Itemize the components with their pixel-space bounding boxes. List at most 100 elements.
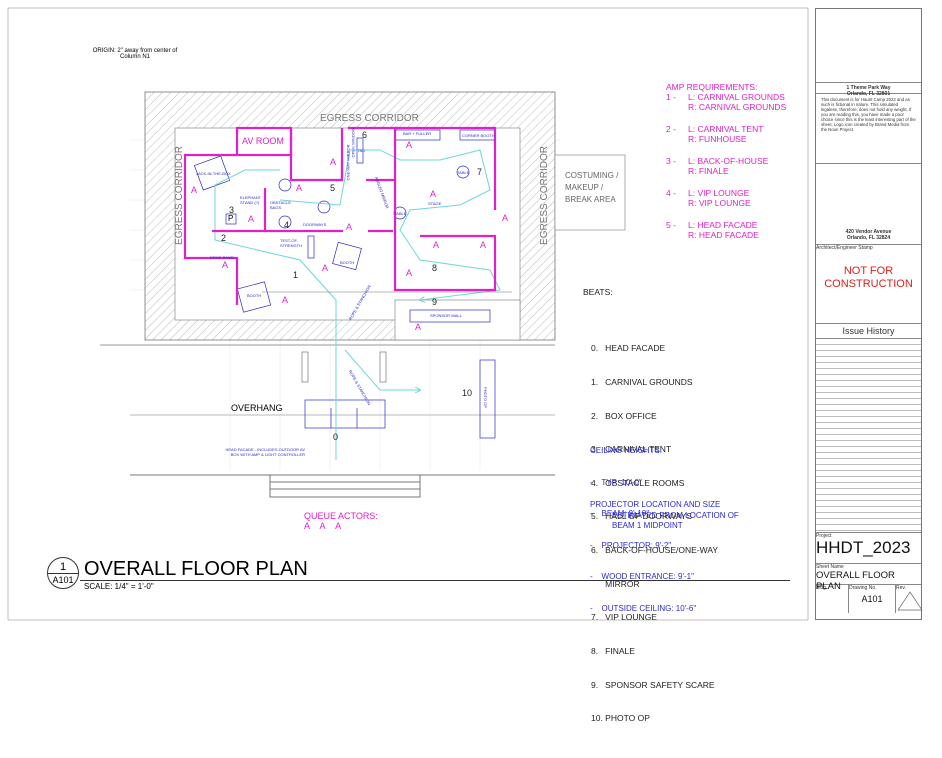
- stamp-label: Architect/Engineer Stamp: [816, 245, 873, 251]
- amp-num: 4 -: [666, 188, 676, 198]
- angled-mirror-label: ANGLED MIRROR: [373, 175, 391, 210]
- costuming-room: [554, 154, 626, 231]
- project-name: HHDT_2023: [816, 538, 911, 557]
- costuming-label: COSTUMING / MAKEUP / BREAK AREA: [565, 170, 618, 206]
- amp-num: 1 -: [666, 92, 676, 102]
- beats-title: BEATS:: [583, 287, 613, 298]
- queue-actors-label: QUEUE ACTORS:: [304, 511, 378, 521]
- beat-number: 8: [432, 263, 438, 273]
- beat-number: 7: [477, 167, 483, 177]
- amp-right: R: CARNIVAL GROUNDS: [688, 102, 787, 112]
- av-room-label: AV ROOM: [242, 136, 284, 146]
- stage-label: STAGE: [428, 201, 442, 206]
- sheet-name-field: Sheet Name OVERALL FLOOR PLAN: [816, 564, 921, 592]
- address-line: 420 Vendor Avenue: [845, 229, 892, 235]
- beat-number: 6: [362, 130, 368, 140]
- queue-actors: QUEUE ACTORS: A A A: [304, 511, 378, 531]
- actor-marker: A: [430, 189, 437, 199]
- beat-item: 10. PHOTO OP: [591, 713, 650, 724]
- actor-marker: A: [415, 322, 422, 332]
- sheet-id-row: Bldg. Drawing No. A101 Rev.: [816, 585, 923, 613]
- amp-right: R: HEAD FACADE: [688, 230, 759, 240]
- corner-booth-label: CORNER BOOTH: [462, 133, 495, 138]
- tbd-label: TBD: [357, 148, 365, 153]
- actor-marker: A: [304, 521, 311, 531]
- ceiling-title: CEILING HEIGHTS:: [590, 446, 663, 455]
- costuming-line: COSTUMING /: [565, 171, 619, 180]
- beat-item: 1. CARNIVAL GROUNDS: [591, 377, 693, 388]
- revision-triangle-icon: [897, 591, 923, 611]
- ceiling-item: - BEAM: 9'-10": [590, 509, 650, 518]
- ceiling-item: - WOOD ENTRANCE: 9'-1": [590, 572, 694, 581]
- beat-number: 0: [333, 432, 339, 442]
- origin-note: ORIGIN: 2" away from center of Column N1: [92, 48, 178, 60]
- beat-item: 2. BOX OFFICE: [591, 410, 657, 421]
- rope-stanchion-label: ROPE & STANCHION: [347, 369, 372, 406]
- beat-item: 3. CARNIVAL TENT: [591, 444, 672, 455]
- amp-left: L: HEAD FACADE: [688, 220, 758, 230]
- drawing-no: A101: [861, 594, 883, 604]
- ceiling-heights: CEILING HEIGHTS: - TYP: 10'-0" - BEAM: 9…: [590, 425, 696, 625]
- beat-number: 3: [229, 205, 235, 215]
- open-window-label: OPEN WINDOW: [350, 127, 356, 158]
- booth-label: BOOTH: [247, 293, 262, 298]
- actor-marker: A: [346, 222, 353, 232]
- actor-marker: A: [433, 240, 440, 250]
- note-line: BEAM 1 MIDPOINT: [612, 521, 683, 530]
- amp-requirements: AMP REQUIREMENTS: 1 -L: CARNIVAL GROUNDS…: [666, 82, 786, 240]
- amp-left: L: BACK-OF-HOUSE: [688, 156, 769, 166]
- booth-label: BOOTH: [340, 260, 355, 265]
- project-label: Project: [816, 533, 832, 539]
- beat-item: 0. HEAD FACADE: [591, 343, 666, 354]
- address-line: Orlando, FL 32824: [846, 235, 891, 241]
- beat-number: 10: [462, 388, 473, 398]
- egress-corridor-right: EGRESS CORRIDOR: [538, 146, 550, 245]
- actor-marker: A: [296, 183, 303, 193]
- address-2: 420 Vendor Avenue Orlando, FL 32824: [816, 164, 921, 245]
- beat-number: 9: [432, 297, 438, 307]
- amp-left: L: CARNIVAL GROUNDS: [688, 92, 785, 102]
- amp-num: 2 -: [666, 124, 676, 134]
- detail-bubble: 1 A101: [47, 557, 79, 589]
- projector-note: PROJECTOR LOCATION AND SIZE ESTIMATED FR…: [590, 500, 739, 532]
- photo-op-label: PHOTO OP: [483, 386, 489, 409]
- rev-label: Rev.: [896, 585, 906, 591]
- actor-marker: A: [222, 260, 229, 270]
- issue-history-table: [816, 339, 921, 533]
- amp-left: L: CARNIVAL TENT: [688, 124, 764, 134]
- address-line: Orlando, FL 32801: [846, 91, 891, 97]
- nfc-line: NOT FOR: [843, 265, 894, 277]
- floor-plan-drawing: [7, 7, 809, 621]
- head-facade-note: HEAD FACADE - INCLUDES OUTDOOR AV BOX WI…: [195, 447, 306, 457]
- elephant-stand-label: ELEPHANT STAND (?): [240, 195, 262, 205]
- address-line: 1 Theme Park Way: [846, 85, 891, 91]
- actor-marker: A: [502, 213, 509, 223]
- beat-number: 4: [284, 220, 290, 230]
- plan-title: OVERALL FLOOR PLAN: [84, 558, 308, 580]
- detail-number: 1: [59, 561, 67, 573]
- overhang-label: OVERHANG: [231, 403, 283, 413]
- ceiling-item: - PROJECTOR: 9'-2": [590, 540, 672, 550]
- disclaimer: This document is for Haunt Camp 2022 and…: [816, 94, 921, 164]
- ceiling-item: - TYP: 10'-0": [590, 477, 642, 487]
- actor-marker: A: [319, 521, 326, 531]
- actor-marker: A: [248, 214, 255, 224]
- table-label: TABLE: [394, 211, 407, 216]
- beat-item: 6. BACK-OF-HOUSE/ONE-WAY: [591, 545, 719, 556]
- beat-item: 8. FINALE: [591, 645, 635, 656]
- amp-right: R: VIP LOUNGE: [688, 198, 751, 208]
- plan-scale: SCALE: 1/4" = 1'-0": [84, 582, 154, 591]
- doorways-label: DOORWAYS: [303, 222, 327, 227]
- issue-history-title: Issue History: [816, 324, 921, 339]
- actor-marker: A: [322, 263, 329, 273]
- egress-corridor-left: EGRESS CORRIDOR: [173, 146, 185, 245]
- actor-marker: A: [191, 185, 198, 195]
- address-1: 1 Theme Park Way Orlando, FL 32801: [816, 83, 921, 97]
- amp-num: 3 -: [666, 156, 676, 166]
- table-label: TABLE: [457, 170, 470, 175]
- not-for-construction: NOT FOR CONSTRUCTION: [816, 265, 921, 291]
- costuming-line: MAKEUP /: [565, 183, 604, 192]
- jack-in-the-box-label: JACK-IN-THE-BOX: [196, 171, 231, 176]
- beat-item: 9. SPONSOR SAFETY SCARE: [591, 679, 715, 690]
